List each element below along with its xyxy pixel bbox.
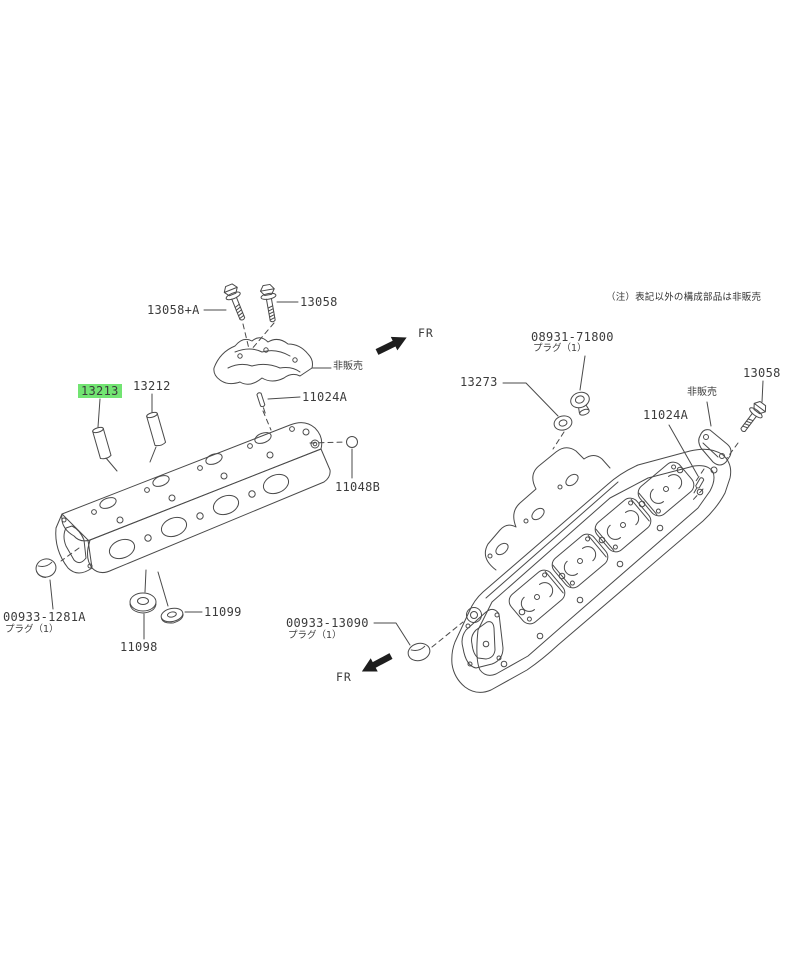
left-head-ports (91, 426, 295, 524)
right-head-end-opening (461, 608, 504, 669)
left-leader-lines (49, 301, 353, 640)
chamber-4 (637, 461, 695, 517)
label-plug-13090-sub: プラグ（1） (288, 630, 342, 641)
plug-boss (466, 607, 482, 623)
label-plug-1281a-sub: プラグ（1） (5, 624, 59, 635)
label-plug-08931[interactable]: 08931-71800 (531, 330, 614, 344)
label-washer-13273[interactable]: 13273 (460, 375, 498, 389)
right-head-flange (484, 447, 611, 571)
plug-1281a-drawing (35, 558, 57, 578)
label-not-sold-right: 非販売 (687, 387, 717, 398)
washer-13273-drawing (553, 415, 573, 431)
label-washer-11099[interactable]: 11099 (204, 605, 242, 619)
valve-guide-13213-drawing (92, 426, 112, 460)
plug-1281a-assembly-line (60, 547, 80, 562)
label-plug-08931-sub: プラグ（1） (533, 343, 587, 354)
left-head-side-face (87, 448, 331, 574)
guide-links (105, 446, 157, 472)
plug-13090-drawing (407, 642, 431, 662)
dowel-assembly-line (309, 441, 346, 444)
label-stud-11024a-right[interactable]: 11024A (643, 408, 689, 422)
plug-13090-assembly-line (431, 621, 464, 648)
label-bolt-13058-right[interactable]: 13058 (743, 366, 781, 380)
left-head-group (35, 283, 358, 640)
bracket-drawing (698, 429, 732, 466)
label-bolt-13058a[interactable]: 13058+A (147, 303, 200, 317)
stud-assembly-line (262, 410, 272, 431)
label-stud-11024a-left[interactable]: 11024A (302, 390, 348, 404)
bracket-assembly-line (695, 468, 705, 482)
left-head-runners (108, 473, 290, 560)
right-head-edge-line (485, 481, 619, 599)
label-plug-1281a[interactable]: 00933-1281A (3, 610, 86, 624)
bolt-13058a-drawing (223, 283, 246, 321)
chamber-2 (551, 533, 609, 589)
chamber-bridges (544, 492, 658, 594)
fr-arrow-top (375, 336, 407, 355)
right-head-inner-rim (476, 465, 715, 676)
bolt-right-assembly-line (726, 442, 739, 459)
fr-label-bottom: FR (336, 670, 352, 684)
plug-08931-drawing (570, 391, 590, 416)
washer-13273-assembly-line (552, 431, 565, 450)
left-head-end-cap (55, 513, 93, 574)
stud-11024a-right-drawing (693, 477, 705, 494)
fr-label-top: FR (418, 326, 434, 340)
left-head-top-face (61, 422, 323, 542)
label-valve-guide-13213[interactable]: 13213 (78, 384, 122, 398)
label-bolt-13058-left[interactable]: 13058 (300, 295, 338, 309)
bolt-13058-left-drawing (259, 283, 277, 323)
valve-guide-13212-drawing (146, 411, 167, 447)
washer-11098-drawing (129, 592, 157, 614)
not-sold-note: （注）表記以外の構成部品は非販売 (606, 292, 762, 303)
chamber-3 (594, 497, 652, 553)
stud-11024a-left-drawing (256, 392, 266, 414)
chamber-1 (508, 569, 566, 625)
right-head-outline (451, 448, 732, 693)
right-leader-lines (373, 355, 764, 646)
heat-shield-drawing (213, 337, 313, 385)
bolt-13058-right-drawing (740, 400, 767, 433)
label-dowel-11048b[interactable]: 11048B (335, 480, 381, 494)
right-head-group (373, 355, 767, 693)
bolt-assembly-lines (242, 322, 275, 351)
label-washer-11098[interactable]: 11098 (120, 640, 158, 654)
stud-right-assembly-line (691, 488, 704, 502)
fr-arrow-bottom (361, 653, 393, 672)
washer-links (144, 569, 169, 607)
washer-11099-drawing (160, 607, 184, 624)
label-plug-13090[interactable]: 00933-13090 (286, 616, 369, 630)
right-head-bolt-holes (482, 466, 704, 668)
label-not-sold-left: 非販売 (333, 361, 363, 372)
dowel-11048b-drawing (346, 436, 358, 448)
label-valve-guide-13212[interactable]: 13212 (133, 379, 171, 393)
